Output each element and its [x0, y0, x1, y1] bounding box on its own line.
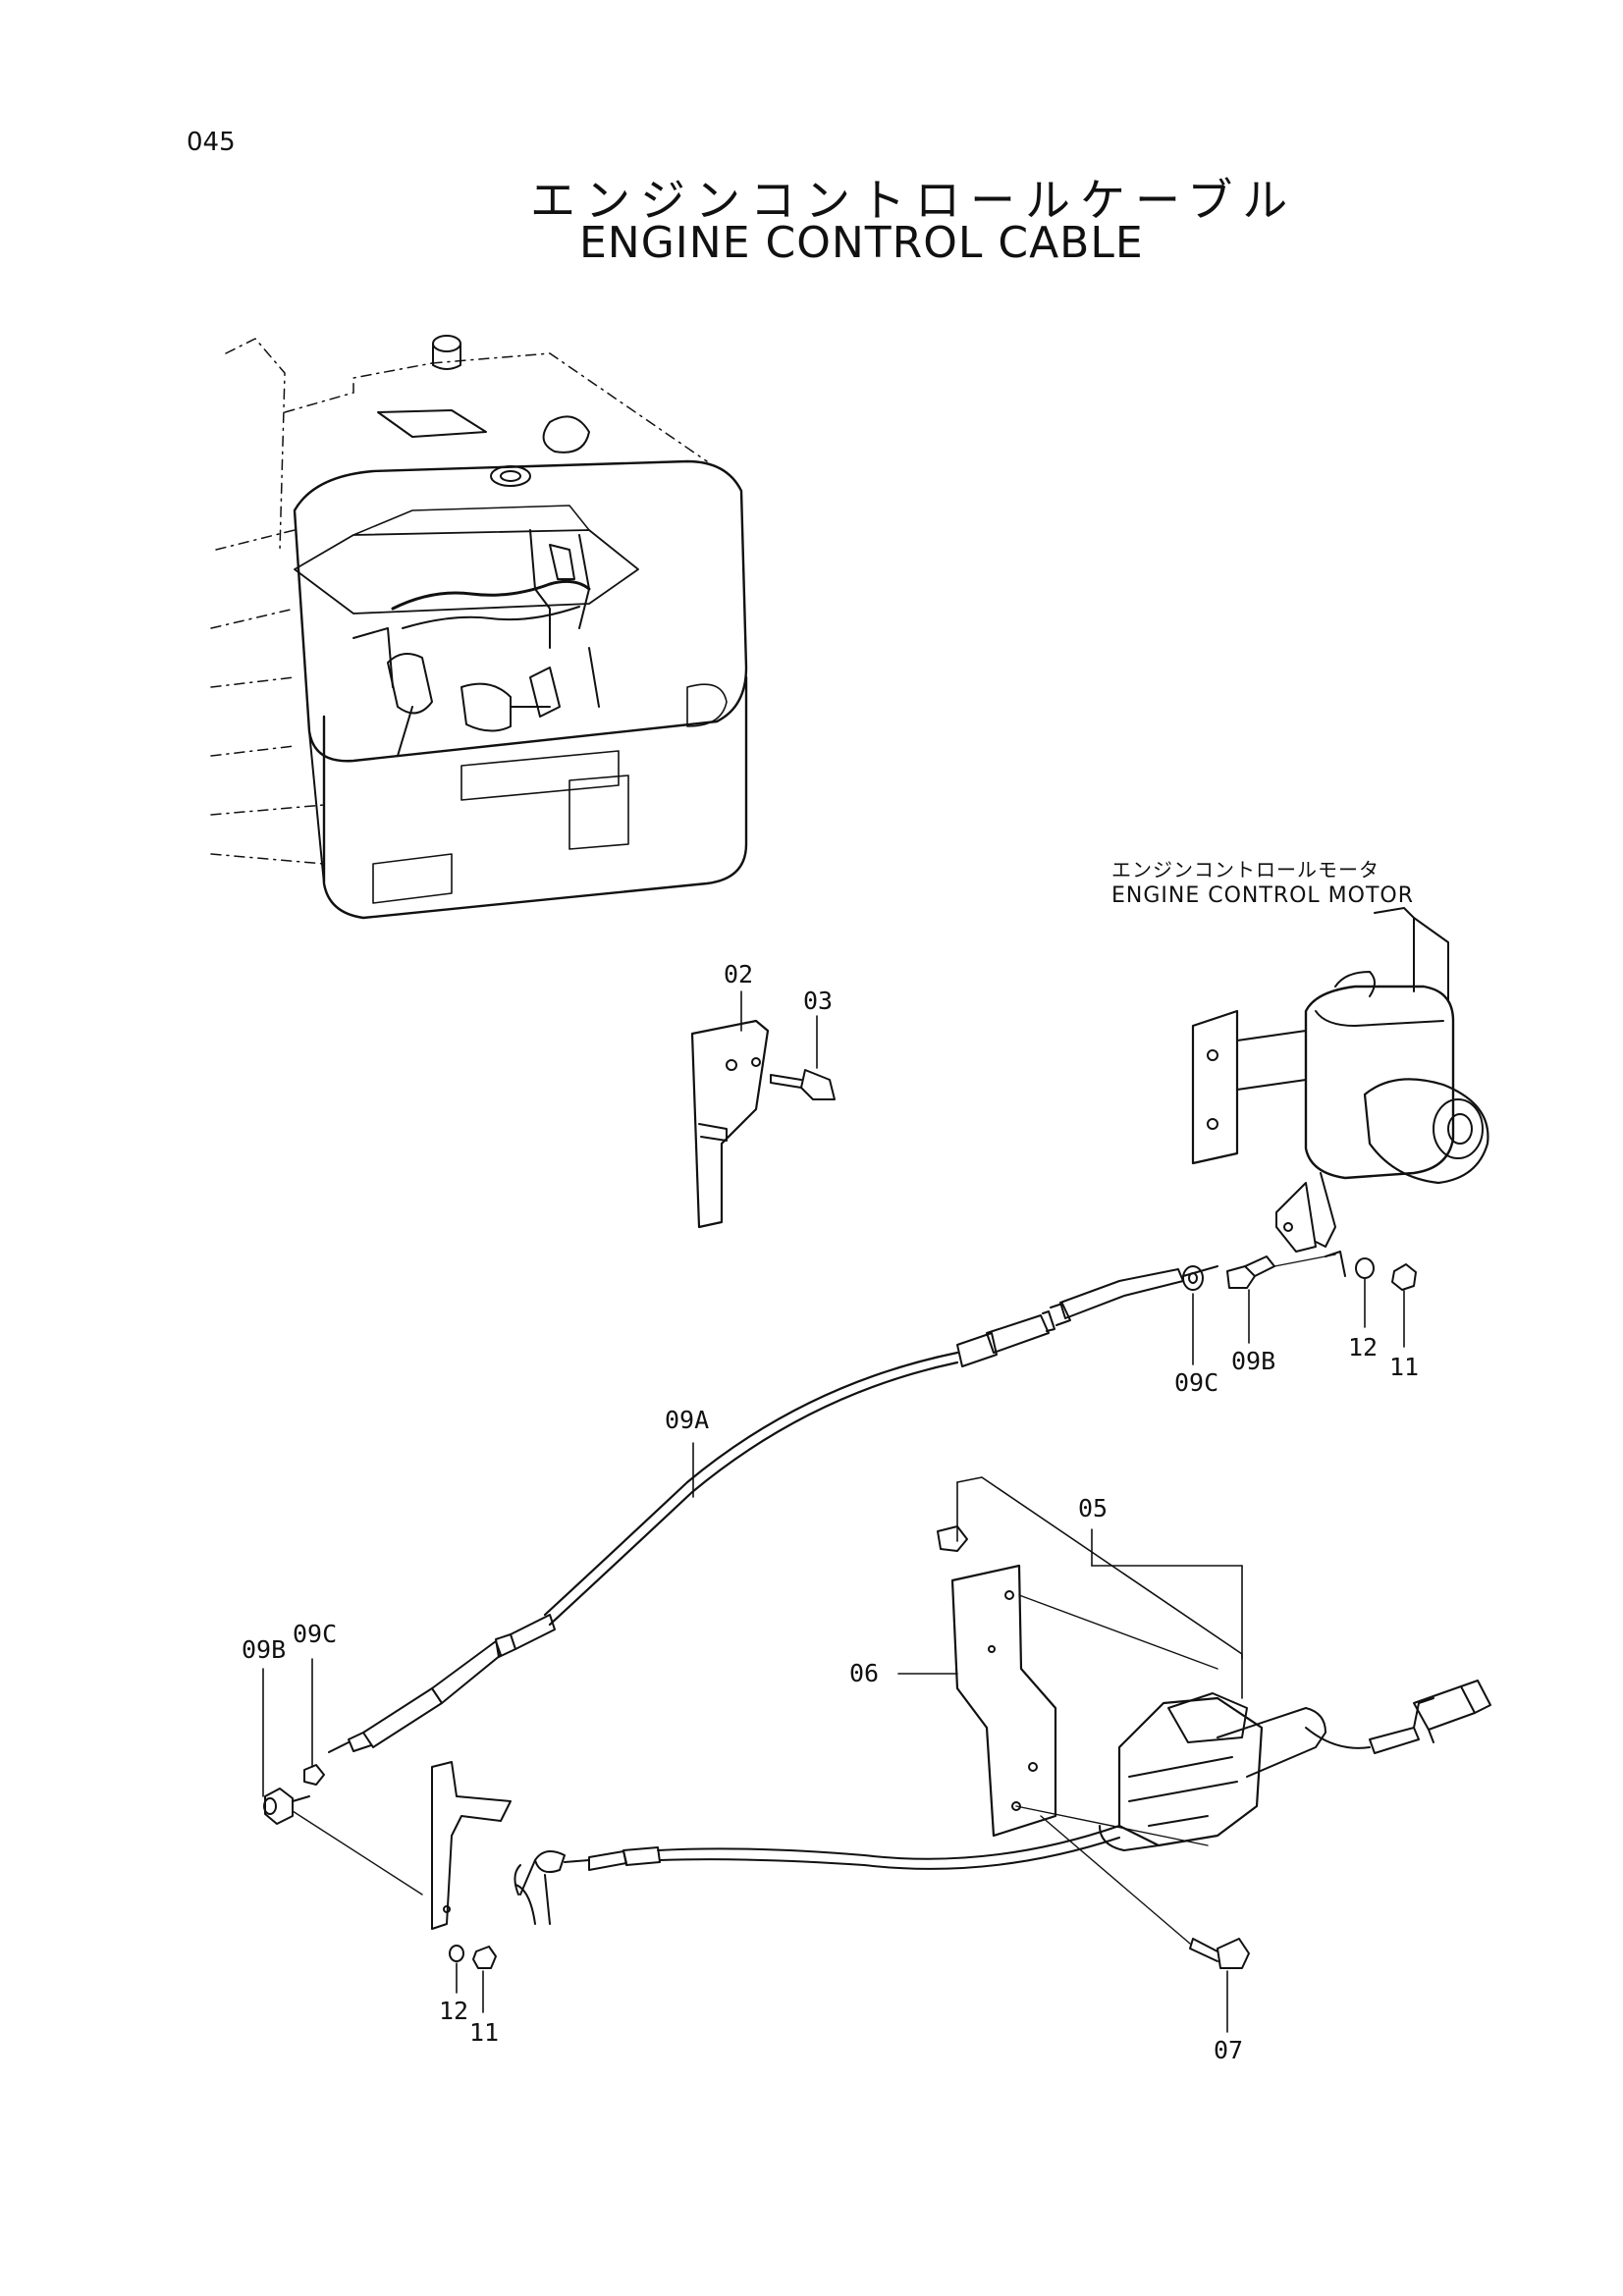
callout-11-left: 11 — [469, 2018, 500, 2047]
callout-leader-lines — [263, 991, 1404, 2032]
callout-02: 02 — [724, 960, 754, 988]
callout-12-left: 12 — [439, 1997, 469, 2025]
page-title-english: ENGINE CONTROL CABLE — [579, 218, 1144, 268]
callout-09b-left: 09B — [242, 1635, 287, 1664]
callout-05: 05 — [1078, 1494, 1109, 1522]
motor-label-japanese: エンジンコントロールモータ — [1111, 858, 1380, 881]
machine-overview-illustration — [211, 336, 746, 918]
callout-09b-right: 09B — [1231, 1347, 1276, 1375]
actuator-assembly — [514, 1681, 1490, 1924]
page-title-japanese: エンジンコントロールケーブル — [530, 174, 1298, 227]
callout-09a: 09A — [665, 1406, 710, 1434]
cable-09a — [329, 1266, 1217, 1752]
callout-06: 06 — [849, 1659, 880, 1687]
bolt-03 — [771, 1070, 835, 1099]
callout-09c-left: 09C — [293, 1620, 338, 1648]
callout-12-right: 12 — [1348, 1333, 1379, 1362]
bracket-06 — [952, 1566, 1217, 1845]
upper-bracket — [692, 1021, 768, 1227]
engine-control-motor — [1193, 908, 1488, 1276]
callout-11-right: 11 — [1389, 1353, 1420, 1381]
page-number: 045 — [187, 128, 236, 157]
callout-03: 03 — [803, 987, 834, 1015]
callout-09c-right: 09C — [1174, 1368, 1219, 1397]
motor-label-english: ENGINE CONTROL MOTOR — [1111, 883, 1415, 908]
bolt-07 — [1041, 1816, 1249, 1968]
callout-07: 07 — [1214, 2036, 1244, 2064]
cable-end-hardware-right — [1183, 1255, 1416, 1290]
cable-end-hardware-left — [264, 1762, 511, 1968]
